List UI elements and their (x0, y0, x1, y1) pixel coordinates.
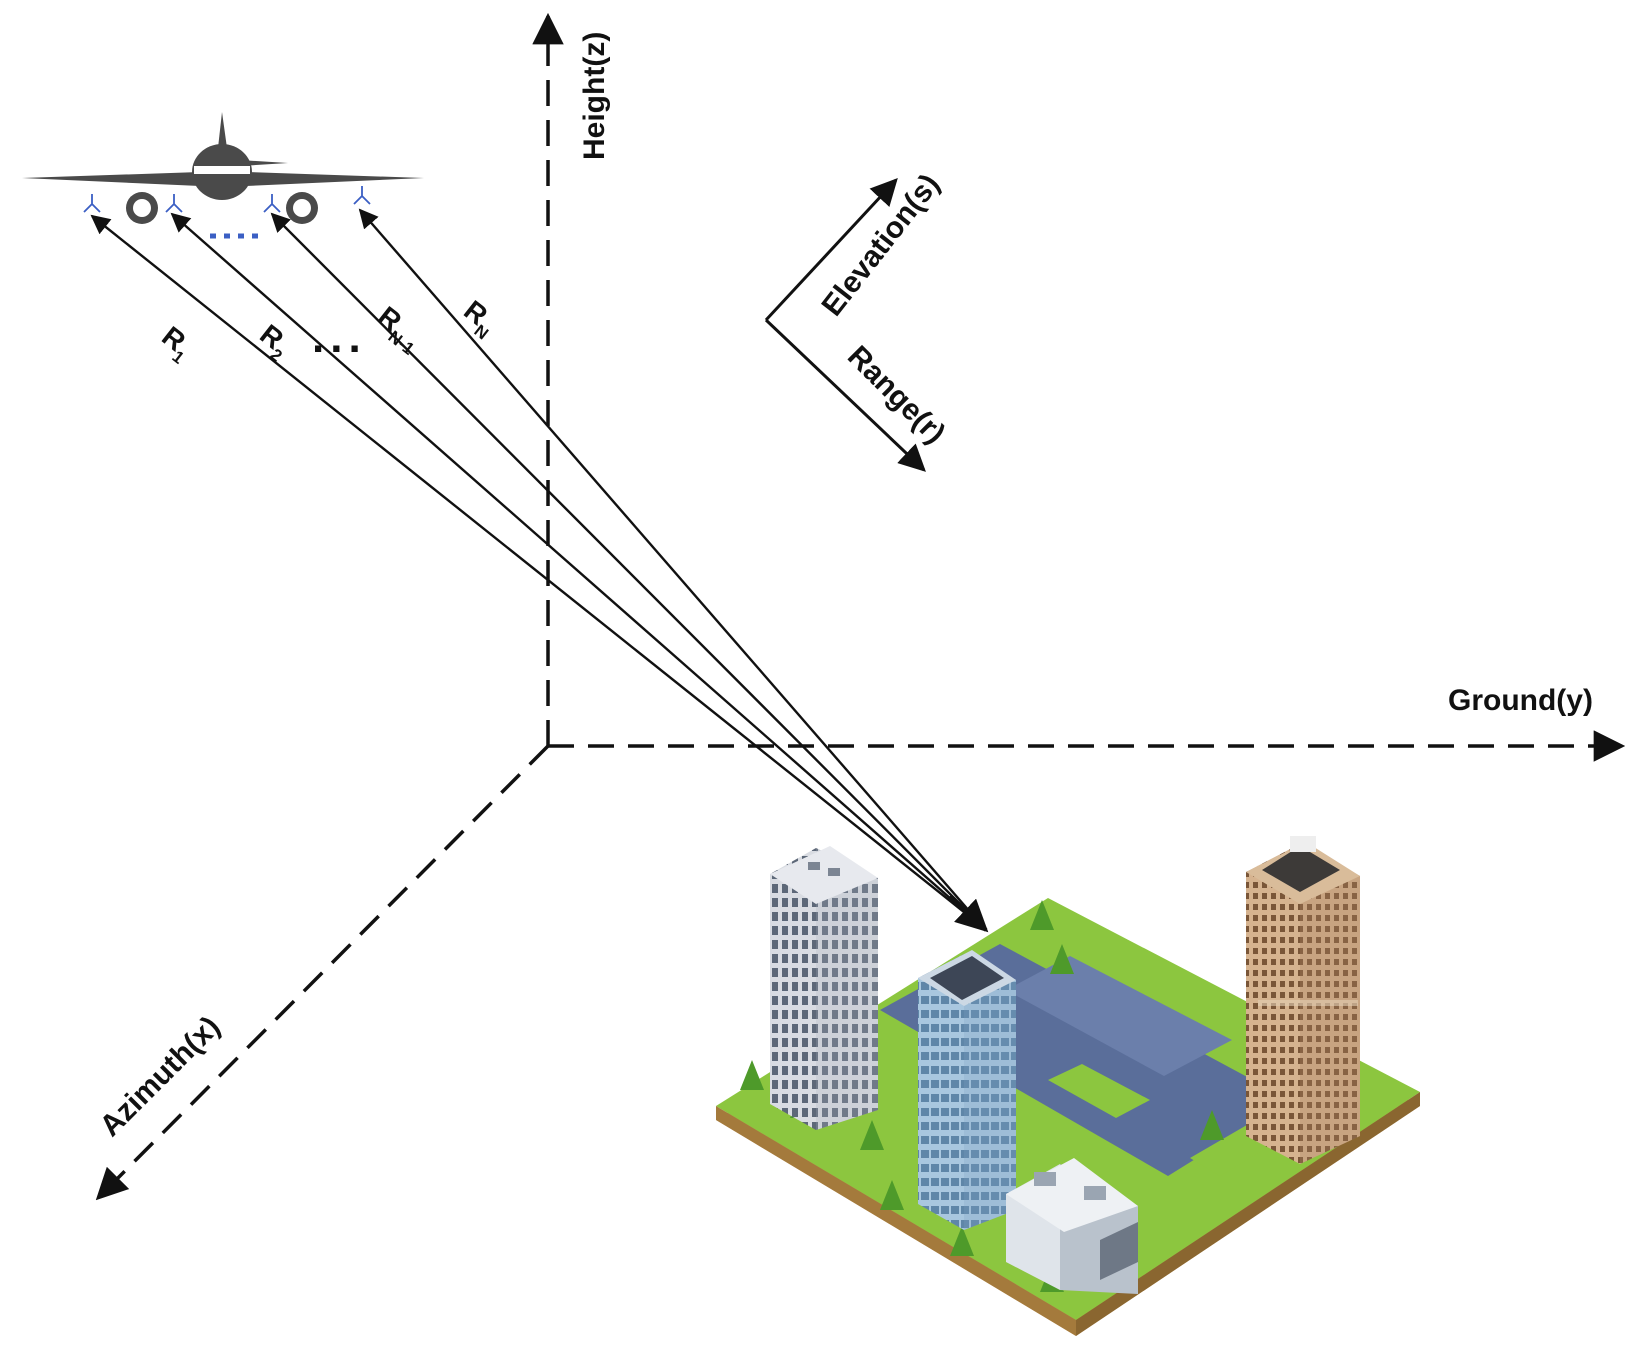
antenna-icon (165, 194, 183, 213)
building-tower-left (770, 846, 878, 1130)
city-block-icon (716, 836, 1420, 1336)
aircraft-icon (22, 112, 424, 224)
range-label-rn1: RN-1 (369, 300, 429, 358)
range-line-rn (358, 208, 985, 929)
antenna-icon (353, 186, 371, 205)
elevation-direction-arrow (764, 178, 898, 322)
range-label-r1: R1 (153, 320, 199, 367)
antenna-icon (263, 194, 281, 213)
building-tower-front (918, 950, 1016, 1230)
range-direction-arrow (764, 318, 926, 472)
target-arrow (948, 894, 989, 933)
range-label: Range(r) (841, 340, 952, 451)
azimuth-axis-label: Azimuth(x) (94, 1010, 227, 1143)
height-axis-label: Height(z) (578, 32, 611, 160)
building-low (1006, 1158, 1138, 1294)
antenna-icon (83, 194, 101, 213)
range-lines (90, 208, 989, 933)
range-label-rn: RN (455, 294, 503, 343)
range-label-r2: R2 (251, 318, 297, 365)
ground-axis-label: Ground(y) (1448, 684, 1593, 717)
range-ellipsis: ... (312, 313, 367, 362)
elevation-range-frame (764, 178, 926, 472)
antenna-array (83, 186, 371, 213)
coordinate-axes (95, 12, 1626, 1201)
azimuth-axis (95, 744, 550, 1201)
range-line-r1 (90, 214, 985, 929)
range-line-rn1 (270, 212, 985, 929)
range-line-r2 (170, 212, 985, 929)
building-tower-right (1246, 836, 1360, 1164)
